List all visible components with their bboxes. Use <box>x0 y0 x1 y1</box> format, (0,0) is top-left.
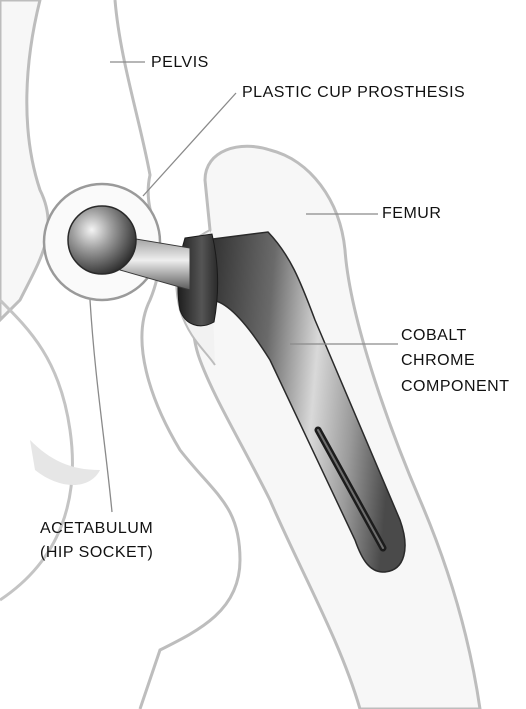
label-cobalt-line2: CHROME <box>401 350 475 372</box>
label-acetabulum-line1: ACETABULUM <box>40 518 153 540</box>
label-pelvis: PELVIS <box>151 52 209 74</box>
label-plastic-cup-prosthesis: PLASTIC CUP PROSTHESIS <box>242 82 465 104</box>
label-cobalt-line3: COMPONENT <box>401 376 510 398</box>
label-cobalt-line1: COBALT <box>401 325 467 347</box>
acetabulum-leader-line <box>90 300 112 512</box>
label-femur: FEMUR <box>382 203 441 225</box>
label-acetabulum-line2: (HIP SOCKET) <box>40 542 153 564</box>
